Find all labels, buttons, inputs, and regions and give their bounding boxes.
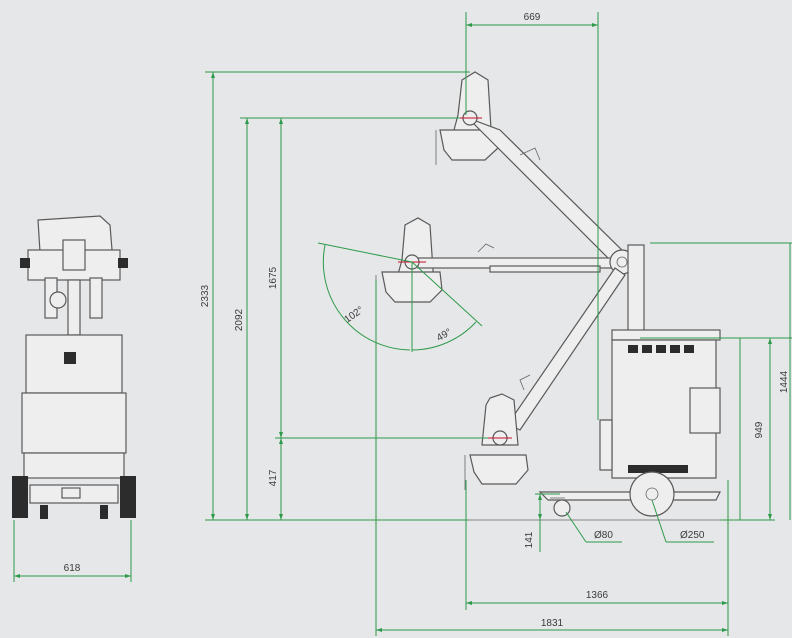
main-wheel-callout: Ø250 <box>651 499 714 543</box>
height-2092-label: 2092 <box>234 308 245 331</box>
dim-height-417: 417 <box>268 437 488 520</box>
angle-102-label: 102° <box>343 305 366 326</box>
body-height-label: 1444 <box>779 370 790 393</box>
height-1675-label: 1675 <box>268 266 279 289</box>
ground-clearance-label: 141 <box>524 531 535 548</box>
dim-reach: 669 <box>465 12 599 420</box>
length-total-label: 1831 <box>541 618 564 629</box>
caster-wheel-callout: Ø80 <box>565 511 622 543</box>
angle-49-label: 49° <box>435 327 454 344</box>
front-width-label: 618 <box>64 563 81 574</box>
length-base-label: 1366 <box>586 590 609 601</box>
dim-height-max: 2333 <box>200 71 470 521</box>
height-417-label: 417 <box>268 469 279 486</box>
main-wheel-label: Ø250 <box>680 530 705 541</box>
caster-wheel-label: Ø80 <box>594 530 613 541</box>
height-max-label: 2333 <box>200 284 211 307</box>
dim-length-base: 1366 <box>465 480 728 610</box>
dim-body-height: 1444 <box>640 337 792 521</box>
dim-column-height: 949 <box>650 242 792 520</box>
dim-height-1675: 1675 <box>268 118 283 520</box>
dim-length-total: 1831 <box>375 280 729 636</box>
dim-height-2092: 2092 <box>234 117 460 520</box>
side-view <box>375 71 760 521</box>
dim-front-width: 618 <box>13 520 132 582</box>
front-view <box>12 215 136 519</box>
column-height-label: 949 <box>754 421 765 438</box>
dim-ground-clearance: 141 <box>524 493 560 552</box>
reach-label: 669 <box>524 12 541 23</box>
